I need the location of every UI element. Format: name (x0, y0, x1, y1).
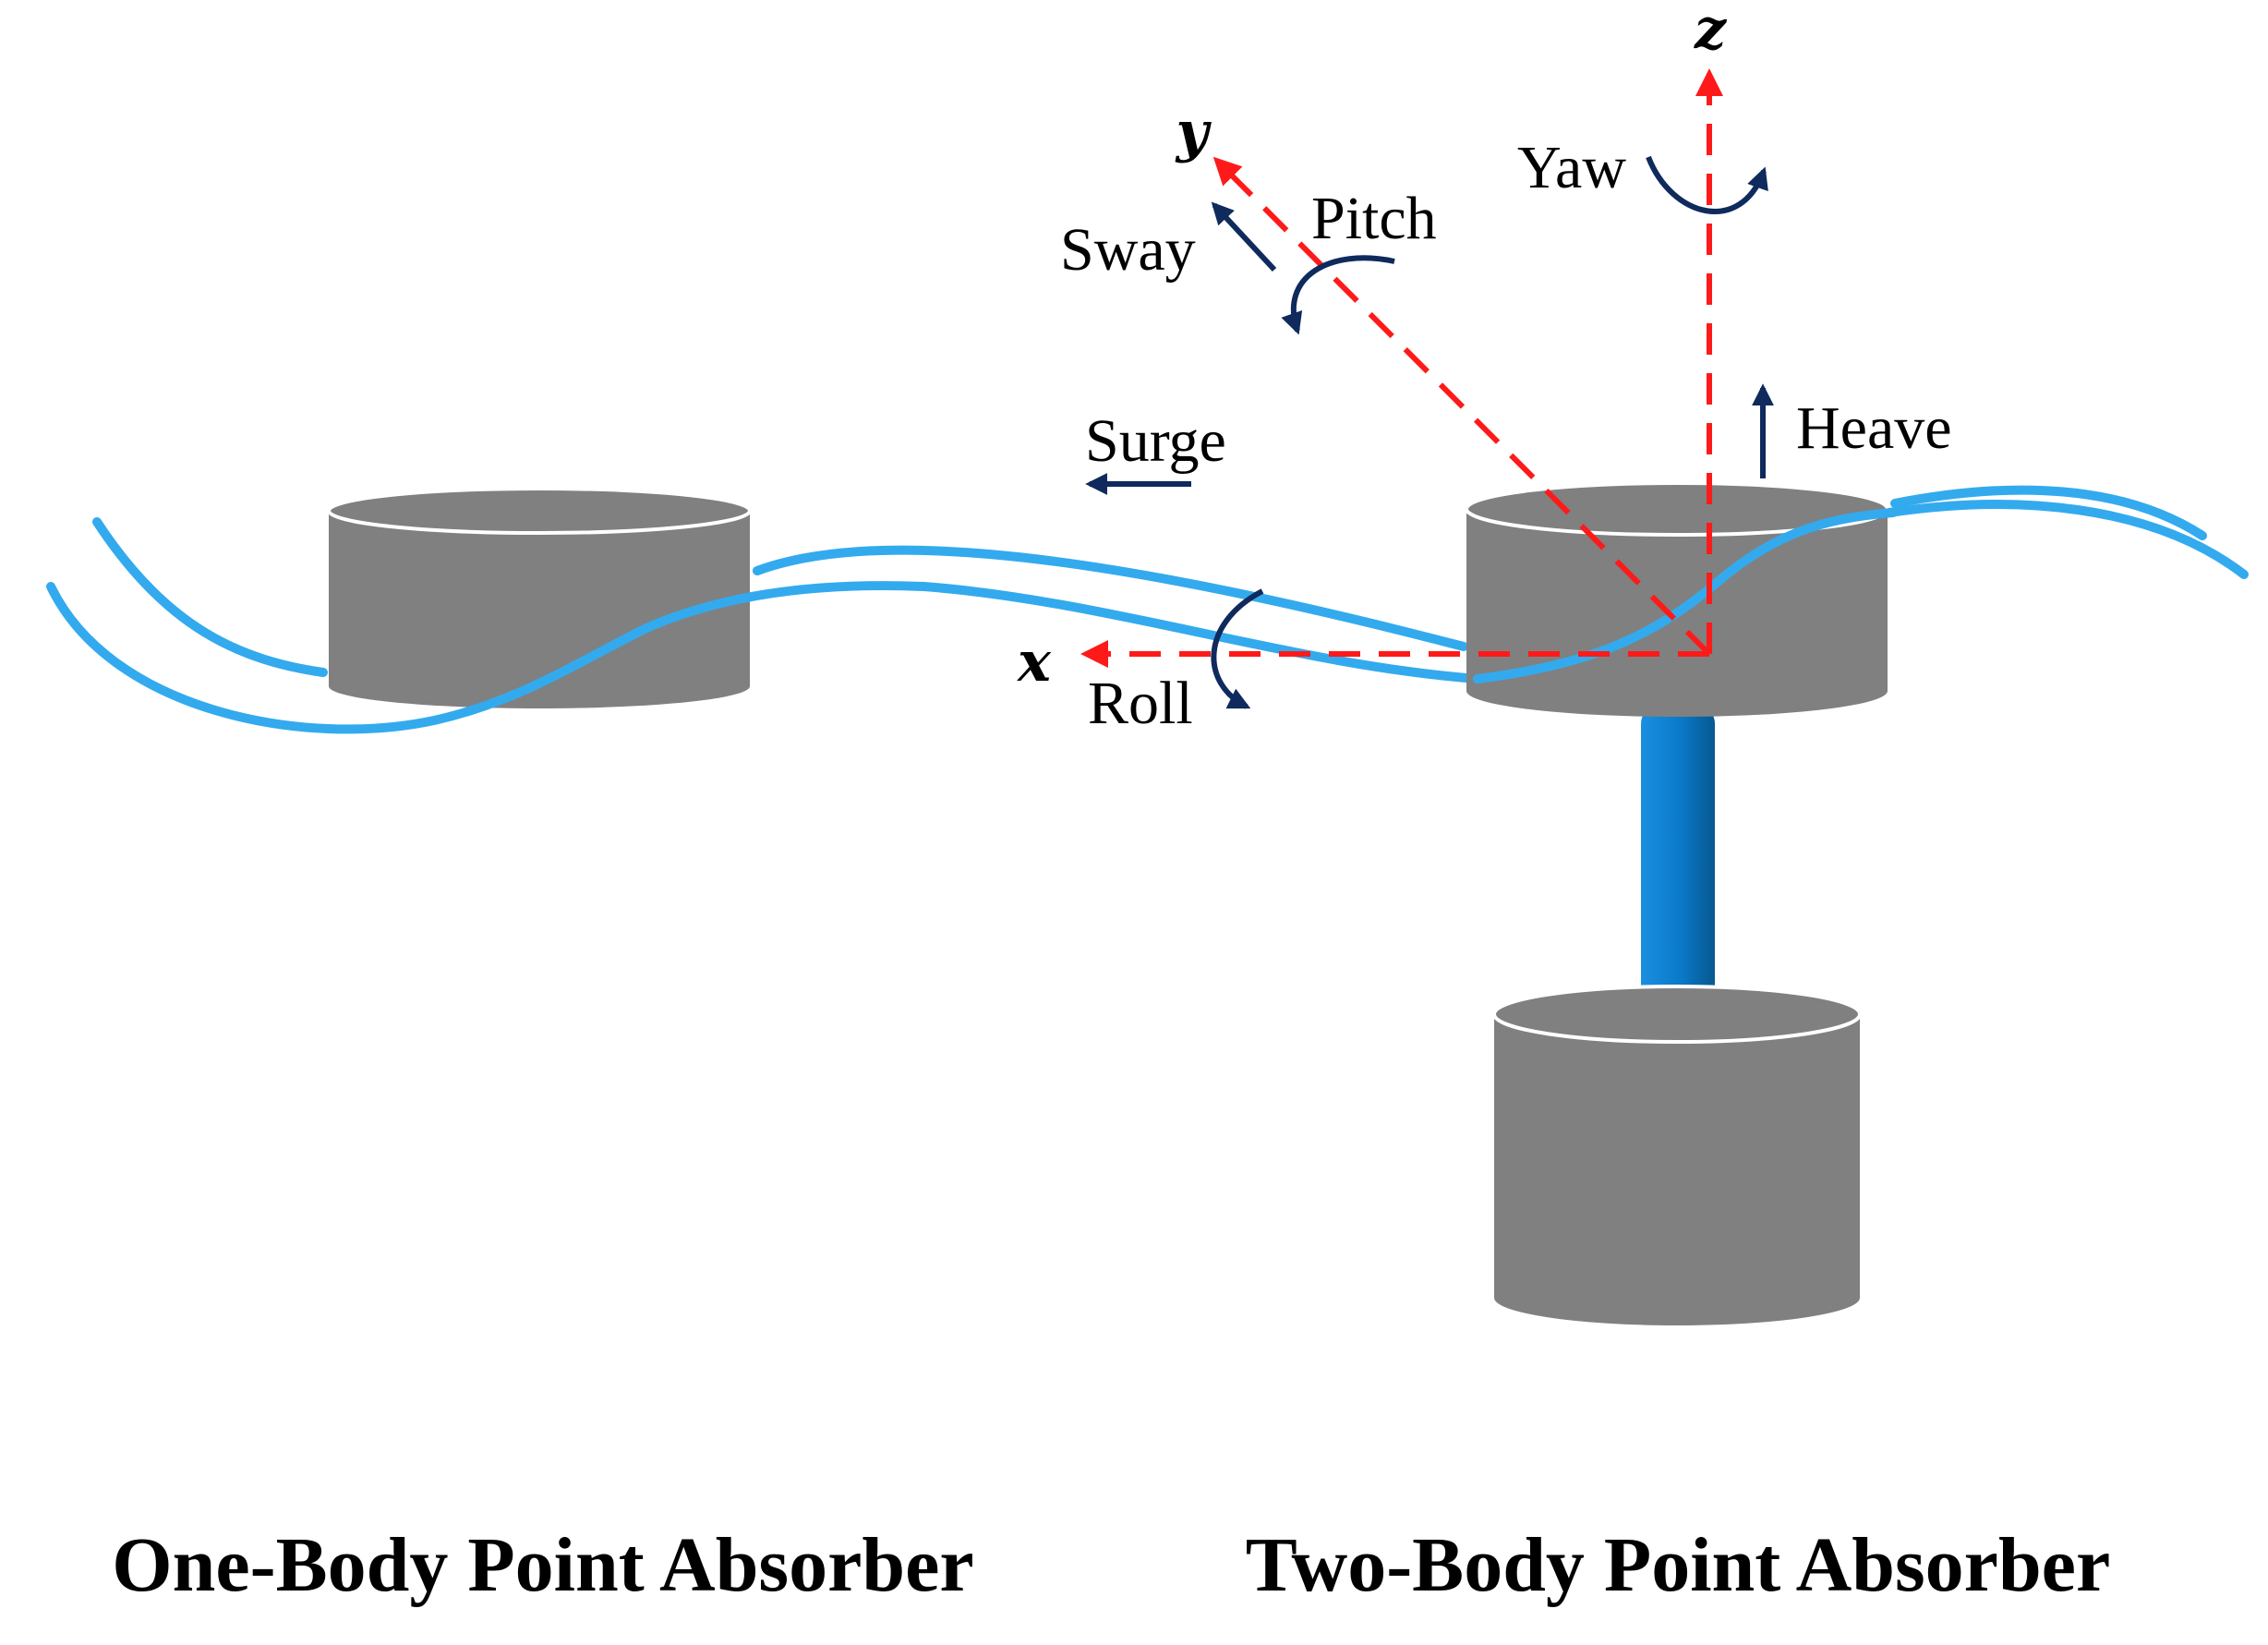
surge-label: Surge (1085, 407, 1226, 475)
one-body-caption: One-Body Point Absorber (112, 1522, 973, 1608)
heave-label: Heave (1796, 394, 1952, 462)
pitch-label: Pitch (1311, 185, 1437, 252)
two-body-absorber (1465, 481, 2249, 1325)
y-axis (1212, 156, 1712, 657)
roll-label: Roll (1088, 670, 1193, 737)
coordinate-axes: z y x (1016, 0, 1728, 695)
yaw-rotation-arrow-icon (1646, 155, 1768, 214)
wave-line-upper-middle (753, 545, 1468, 651)
submerged-body (1492, 985, 1862, 1325)
sway-arrow-icon (1211, 201, 1277, 272)
wave-line-right-lower (1885, 500, 2249, 579)
y-axis-label: y (1175, 100, 1212, 164)
yaw-label: Yaw (1517, 134, 1626, 201)
z-axis-label: z (1694, 0, 1728, 62)
float-body (1465, 481, 1889, 717)
roll-rotation-arrow-icon (1211, 588, 1264, 709)
wave-line-right-upper (1890, 485, 2207, 540)
wave-line-over-float (1473, 508, 1898, 683)
sway-label: Sway (1060, 216, 1196, 284)
wave-line-lower-middle (642, 581, 1482, 683)
connecting-rod (1641, 707, 1715, 1016)
left-buoy (327, 487, 752, 708)
wave-line-back-left (92, 517, 328, 677)
two-body-caption: Two-Body Point Absorber (1246, 1522, 2111, 1608)
wave-line-front-left (46, 582, 651, 734)
pitch-rotation-arrow-icon (1281, 255, 1395, 335)
x-axis-label: x (1016, 630, 1052, 695)
motion-indicators: Surge Sway Pitch Yaw Heave Roll (1060, 134, 1952, 737)
one-body-absorber (46, 487, 752, 734)
